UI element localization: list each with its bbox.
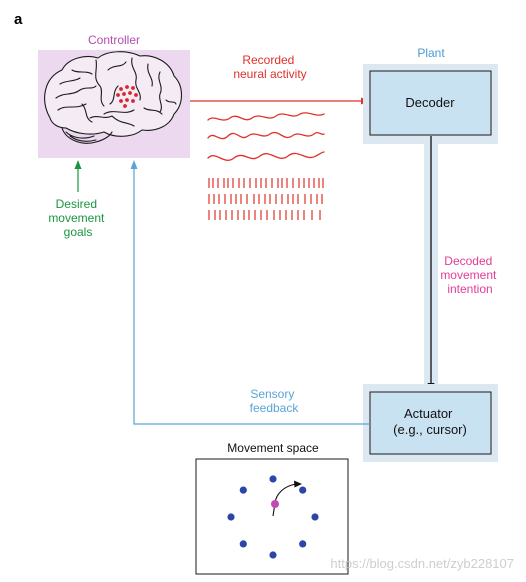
target-dot: [311, 513, 319, 521]
target-dot: [227, 513, 235, 521]
target-dot: [239, 540, 247, 548]
target-dot: [269, 475, 277, 483]
cursor-dot: [271, 500, 279, 508]
goals-label: Desired movement goals: [48, 197, 107, 239]
decoder-label: Decoder: [405, 95, 455, 110]
recorded-activity-arrow: [190, 97, 370, 105]
decoder-box: [369, 70, 492, 136]
controller-title: Controller: [88, 33, 140, 47]
spike-raster: [208, 178, 324, 220]
goals-arrow: [74, 160, 82, 192]
target-dot: [269, 551, 277, 559]
panel-label: a: [14, 11, 23, 28]
movement-space-title: Movement space: [227, 441, 319, 455]
plant-title: Plant: [417, 46, 445, 60]
watermark: https://blog.csdn.net/zyb228107: [330, 556, 514, 571]
target-dot: [299, 486, 307, 494]
sensory-feedback-arrow: [133, 168, 370, 425]
actuator-box: [369, 391, 492, 455]
sensory-feedback-label: Sensory feedback: [250, 387, 300, 415]
actuator-label: Actuator (e.g., cursor): [393, 406, 467, 437]
target-dot: [239, 486, 247, 494]
target-dot: [299, 540, 307, 548]
brain-icon: [44, 51, 183, 144]
movement-targets: [227, 475, 319, 559]
decoded-intention-label: Decoded movement intention: [440, 254, 499, 296]
recorded-activity-label: Recorded neural activity: [233, 53, 306, 81]
lfp-traces: [207, 112, 325, 161]
electrode-array-icon: [116, 85, 138, 108]
sensory-feedback-arrowhead: [130, 160, 138, 169]
